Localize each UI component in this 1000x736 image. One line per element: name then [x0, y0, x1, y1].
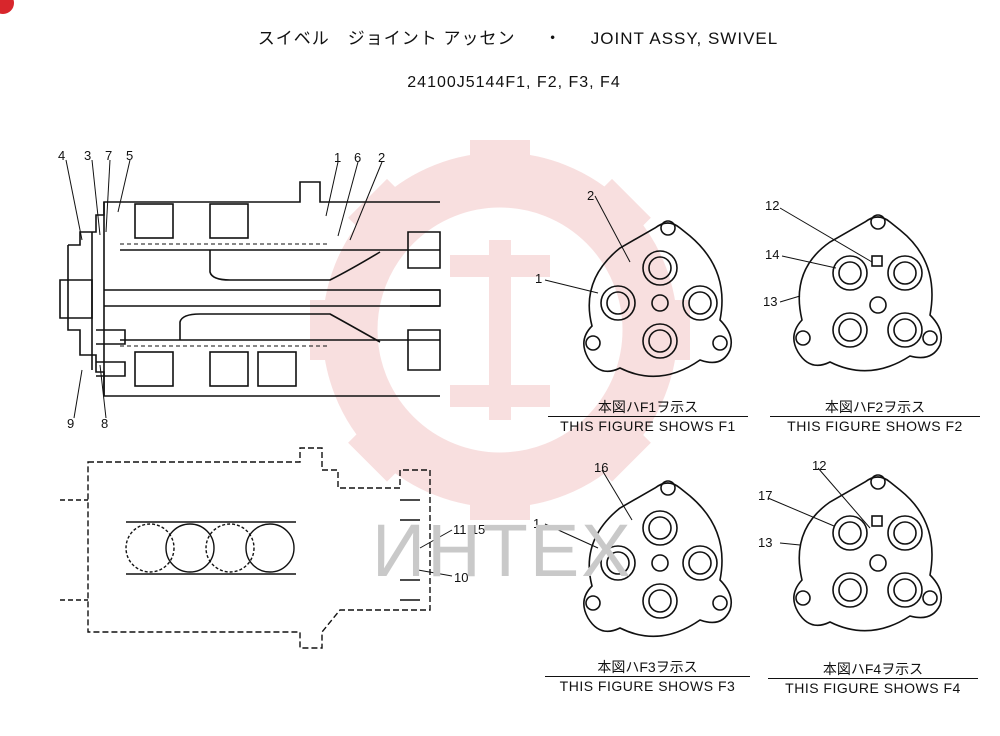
- caption-f4-jp: 本図ハF4ヲ示ス: [822, 661, 924, 677]
- f3-callout-1: 1: [533, 516, 540, 531]
- callout-3: 3: [84, 148, 91, 163]
- end-view-f1: [583, 220, 733, 378]
- caption-f2: 本図ハF2ヲ示ス THIS FIGURE SHOWS F2: [770, 398, 980, 435]
- end-view-f2: [793, 214, 943, 372]
- caption-f1: 本図ハF1ヲ示ス THIS FIGURE SHOWS F1: [548, 398, 748, 435]
- part-number: 24100J5144F1, F2, F3, F4: [407, 74, 621, 91]
- callout-10: 10: [454, 570, 468, 585]
- caption-f4: 本図ハF4ヲ示ス THIS FIGURE SHOWS F4: [768, 660, 978, 697]
- callout-8: 8: [101, 416, 108, 431]
- f4-callout-12: 12: [812, 458, 826, 473]
- caption-f4-en: THIS FIGURE SHOWS F4: [768, 678, 978, 697]
- watermark-logo: [310, 140, 690, 520]
- f2-callout-13: 13: [763, 294, 777, 309]
- f1-callout-1: 1: [535, 271, 542, 286]
- end-view-f3: [583, 480, 733, 638]
- side-view-assembly: [59, 181, 441, 397]
- top-view-body: [60, 447, 431, 649]
- caption-f1-jp: 本図ハF1ヲ示ス: [597, 399, 699, 415]
- f2-callout-14: 14: [765, 247, 779, 262]
- callout-7: 7: [105, 148, 112, 163]
- callout-6: 6: [354, 150, 361, 165]
- end-view-f4: [793, 474, 943, 632]
- callout-2: 2: [378, 150, 385, 165]
- caption-f1-en: THIS FIGURE SHOWS F1: [548, 416, 748, 435]
- f4-callout-13: 13: [758, 535, 772, 550]
- caption-f2-en: THIS FIGURE SHOWS F2: [770, 416, 980, 435]
- f1-callout-2: 2: [587, 188, 594, 203]
- corner-badge: [0, 0, 14, 14]
- callout-4: 4: [58, 148, 65, 163]
- title-en: JOINT ASSY, SWIVEL: [590, 29, 779, 48]
- title-separator: ・: [544, 29, 563, 48]
- callout-9: 9: [67, 416, 74, 431]
- callout-5: 5: [126, 148, 133, 163]
- title-jp: スイベル ジョイント アッセン: [257, 29, 516, 48]
- caption-f3: 本図ハF3ヲ示ス THIS FIGURE SHOWS F3: [545, 658, 750, 695]
- caption-f3-jp: 本図ハF3ヲ示ス: [597, 659, 698, 675]
- leader-lines: [65, 159, 873, 577]
- f4-callout-17: 17: [758, 488, 772, 503]
- callout-labels: 4 3 7 5 1 6 2 9 8 11·15 10 2 1 12 14 13 …: [58, 148, 826, 585]
- callout-11-15: 11·15: [453, 522, 485, 537]
- f2-callout-12: 12: [765, 198, 779, 213]
- caption-f2-jp: 本図ハF2ヲ示ス: [824, 399, 926, 415]
- f3-callout-16: 16: [594, 460, 608, 475]
- watermark-text: ИНТЕХ: [372, 509, 633, 592]
- title: スイベル ジョイント アッセン ・ JOINT ASSY, SWIVEL: [18, 24, 1000, 49]
- caption-f3-en: THIS FIGURE SHOWS F3: [545, 676, 750, 695]
- callout-1: 1: [334, 150, 341, 165]
